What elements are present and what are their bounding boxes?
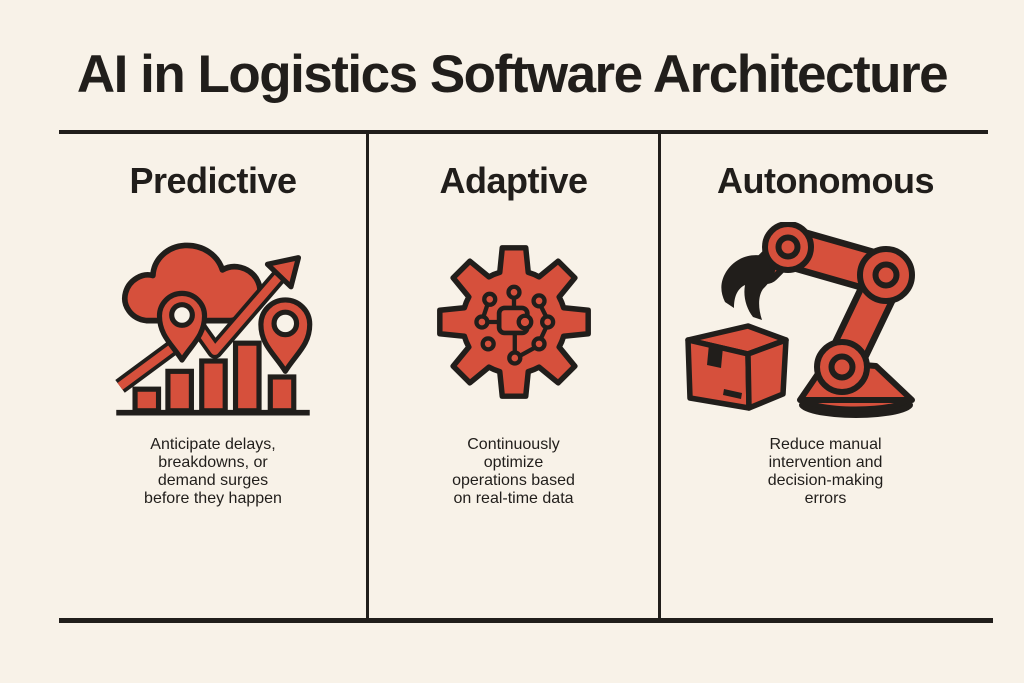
forecast-trend-svg <box>115 242 313 415</box>
robot-arm-icon <box>676 216 976 428</box>
arm-joints <box>761 222 915 395</box>
robot-arm-svg <box>684 222 915 418</box>
forecast-trend-icon <box>105 216 321 428</box>
circuit-nodes <box>473 284 555 366</box>
column-adaptive: Adaptive <box>369 132 658 618</box>
column-divider-1 <box>366 132 369 620</box>
gripper-claw <box>720 255 776 320</box>
box-label <box>722 389 742 399</box>
gear-circuit-svg <box>436 245 591 399</box>
column-header-autonomous: Autonomous <box>717 160 934 201</box>
cardboard-box <box>684 323 789 411</box>
bottom-rule <box>59 618 993 623</box>
page-title: AI in Logistics Software Architecture <box>76 45 949 104</box>
column-autonomous: Autonomous <box>661 132 990 618</box>
gear-circuit-icon <box>424 216 604 428</box>
column-header-predictive: Predictive <box>129 160 297 201</box>
column-divider-2 <box>658 132 661 620</box>
top-rule <box>59 130 988 134</box>
column-header-adaptive: Adaptive <box>439 160 588 201</box>
arrowhead <box>264 254 302 289</box>
box-tape <box>706 344 723 368</box>
column-predictive: Predictive <box>60 132 366 618</box>
